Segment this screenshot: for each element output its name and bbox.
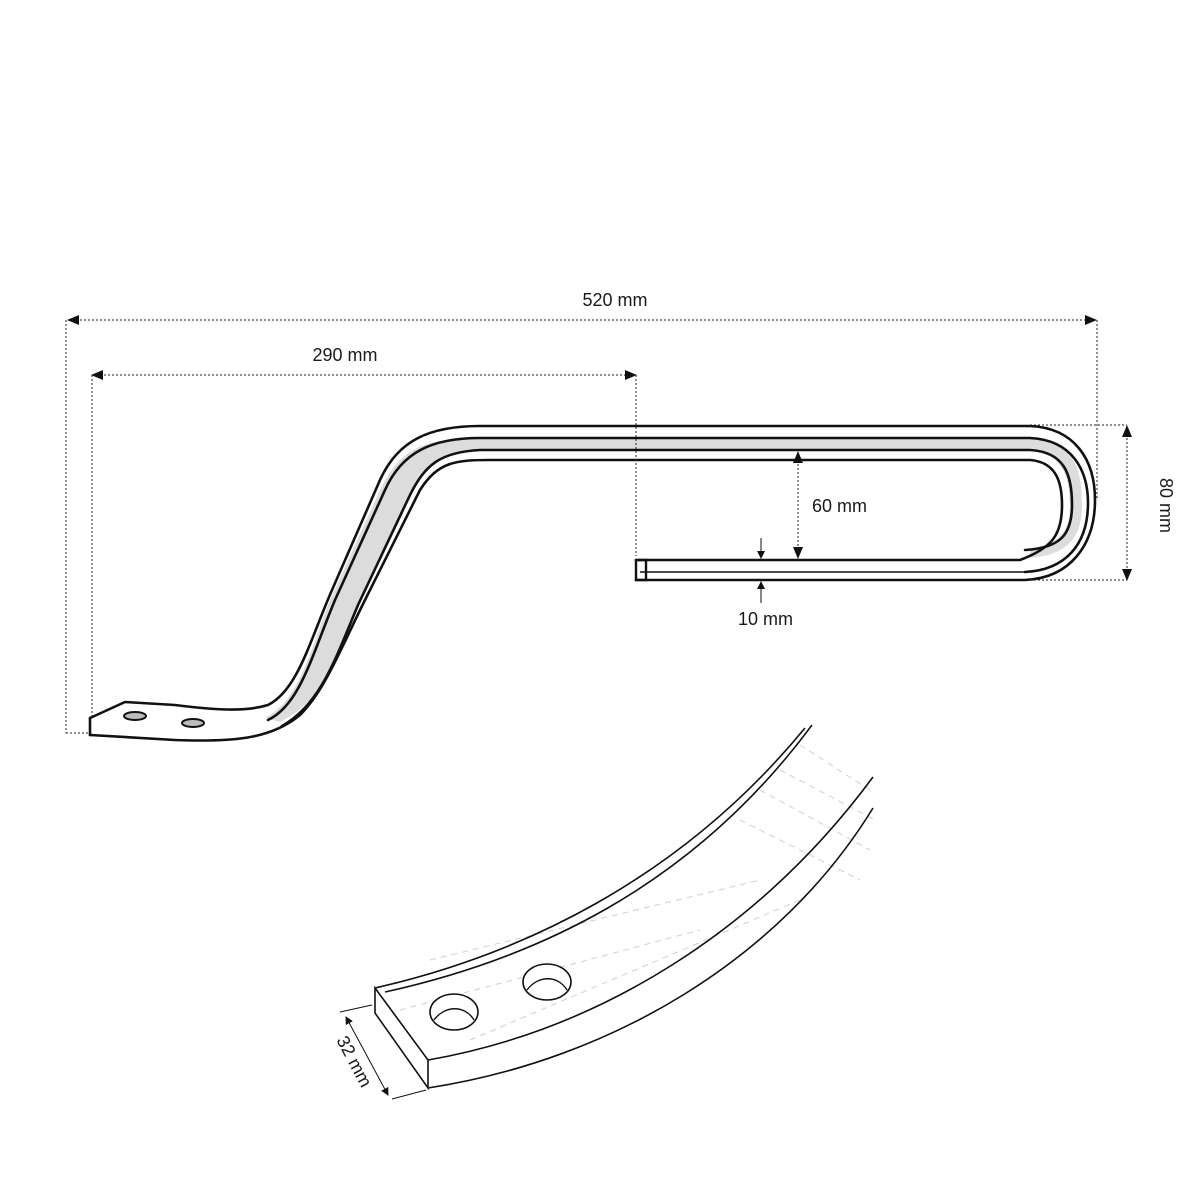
detail-bottom-edge-2 [427, 807, 874, 1089]
detail-bolt-hole-1 [429, 993, 479, 1031]
bolt-hole-2 [181, 718, 205, 728]
dim-label-290: 290 mm [312, 345, 377, 365]
dimension-10: 10 mm [738, 538, 793, 629]
detail-bolt-hole-2 [522, 963, 572, 1001]
outer-edge-line-2 [266, 436, 1090, 722]
detail-bottom-edge [427, 776, 874, 1061]
detail-view: 32 mm [332, 724, 876, 1100]
dim-label-60: 60 mm [812, 496, 867, 516]
dimension-290: 290 mm [91, 345, 637, 716]
detail-top-edge [374, 727, 806, 989]
dim-label-520: 520 mm [582, 290, 647, 310]
dim-label-80: 80 mm [1156, 478, 1176, 533]
bolt-hole-1 [123, 711, 147, 721]
construction-lines [399, 744, 876, 1041]
detail-end-face [374, 985, 429, 1091]
outer-edge-line [88, 424, 1097, 720]
side-view-part [88, 424, 1097, 742]
dimension-520: 520 mm [65, 290, 1098, 734]
dim-label-10: 10 mm [738, 609, 793, 629]
hook-end-cap [634, 558, 648, 582]
dimension-60: 60 mm [793, 451, 867, 559]
detail-top-edge-2 [384, 724, 813, 993]
inner-edge-line-2 [88, 458, 1064, 742]
dimension-80: 80 mm [1030, 424, 1176, 581]
